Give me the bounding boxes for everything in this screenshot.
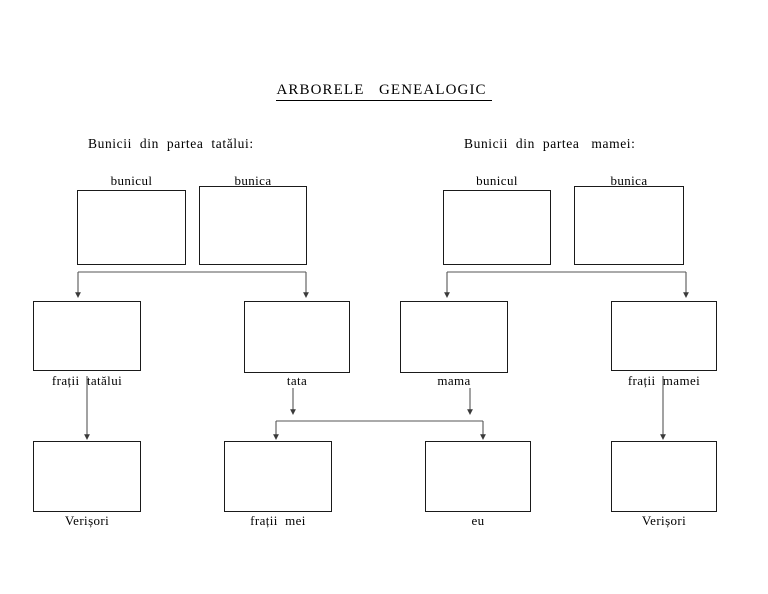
label-cousins-maternal: Verișori xyxy=(641,513,687,528)
node-maternal-grandfather[interactable] xyxy=(443,190,551,265)
page-title: ARBORELE GENEALOGIC xyxy=(0,82,768,101)
label-my-siblings: frații mei xyxy=(250,513,306,528)
label-cousins-paternal: Verișori xyxy=(64,513,110,528)
section-label-paternal: Bunicii din partea tatălui: xyxy=(88,136,254,151)
node-maternal-grandmother[interactable] xyxy=(574,186,684,265)
label-paternal-grandmother: bunica xyxy=(234,173,272,188)
label-mother-siblings: frații mamei xyxy=(627,373,701,388)
label-me: eu xyxy=(471,513,485,528)
node-cousins-maternal[interactable] xyxy=(611,441,717,512)
label-maternal-grandfather: bunicul xyxy=(476,173,518,188)
label-father-siblings: frații tatălui xyxy=(51,373,123,388)
node-my-siblings[interactable] xyxy=(224,441,332,512)
node-father[interactable] xyxy=(244,301,350,373)
node-cousins-paternal[interactable] xyxy=(33,441,141,512)
label-paternal-grandfather: bunicul xyxy=(110,173,153,188)
node-father-siblings[interactable] xyxy=(33,301,141,371)
node-mother[interactable] xyxy=(400,301,508,373)
label-maternal-grandmother: bunica xyxy=(610,173,648,188)
page-title-text: ARBORELE GENEALOGIC xyxy=(276,82,492,101)
label-mother: mama xyxy=(437,373,471,388)
node-paternal-grandfather[interactable] xyxy=(77,190,186,265)
node-paternal-grandmother[interactable] xyxy=(199,186,307,265)
node-me[interactable] xyxy=(425,441,531,512)
node-mother-siblings[interactable] xyxy=(611,301,717,371)
label-father: tata xyxy=(286,373,308,388)
section-label-maternal: Bunicii din partea mamei: xyxy=(464,136,636,151)
